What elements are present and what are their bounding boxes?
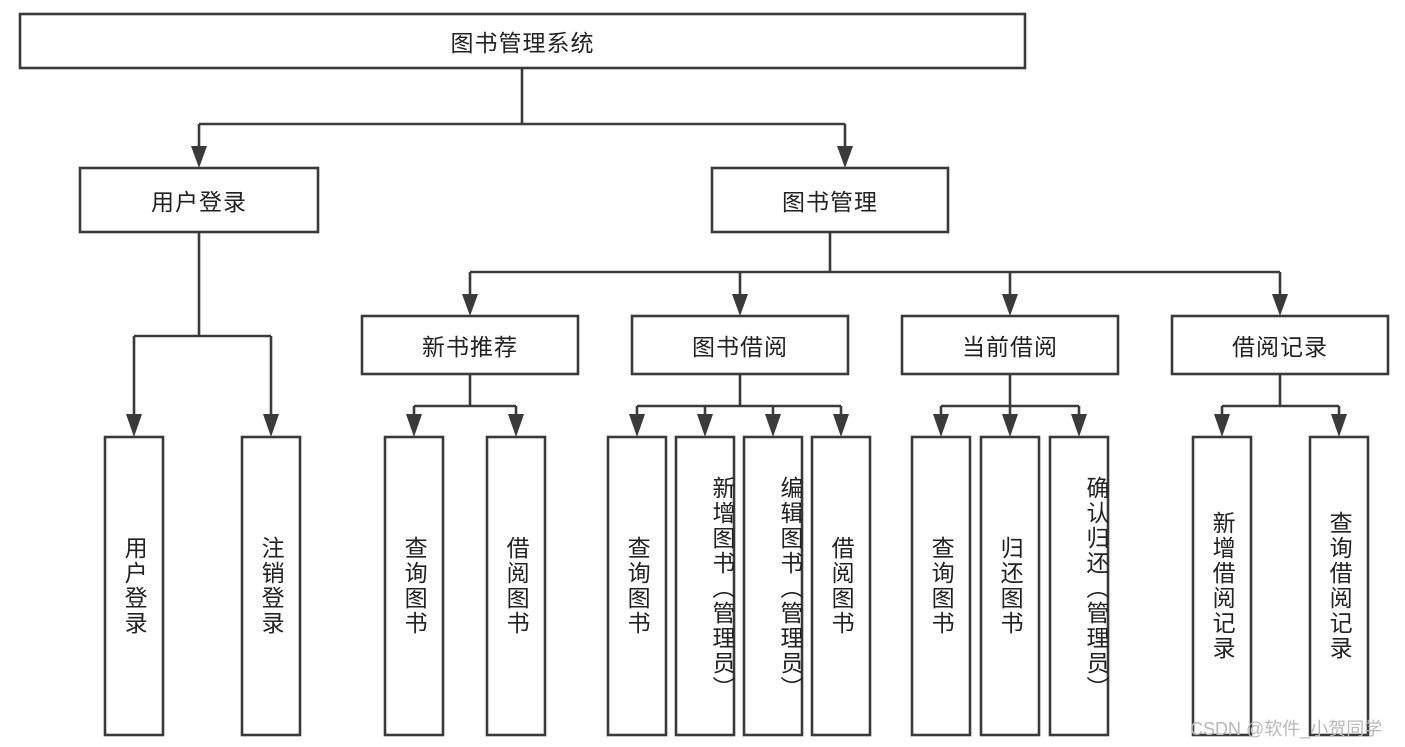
connector-userlogin-to-leaves (126, 232, 279, 437)
leaf-box-borrow-book-2[interactable] (810, 435, 872, 737)
connector-borrowrecord-to-leaves (1214, 374, 1347, 437)
leaf-box-edit-book[interactable] (742, 435, 804, 737)
leaf-box-user-login[interactable] (103, 435, 165, 737)
connector-bookborrow-to-leaves (629, 374, 849, 437)
leaf-box-add-book[interactable] (674, 435, 736, 737)
connector-currentborrow-to-leaves (933, 374, 1087, 437)
leaf-box-borrow-book-1[interactable] (485, 435, 547, 737)
node-box-borrow-record[interactable] (1170, 314, 1390, 376)
node-box-book-borrow[interactable] (630, 314, 850, 376)
connector-bookmanage-to-level3 (462, 232, 1288, 316)
node-box-user-login[interactable] (78, 166, 320, 234)
node-box-new-book-recommend[interactable] (360, 314, 580, 376)
node-box-current-borrow[interactable] (900, 314, 1120, 376)
leaf-box-query-book-1[interactable] (383, 435, 445, 737)
node-box-root[interactable] (18, 12, 1027, 70)
leaf-box-logout[interactable] (240, 435, 302, 737)
leaf-box-return-book[interactable] (979, 435, 1041, 737)
leaf-box-query-book-2[interactable] (606, 435, 668, 737)
connector-newbook-to-leaves (406, 374, 524, 437)
leaf-box-confirm-return[interactable] (1048, 435, 1110, 737)
connector-root-to-level2 (191, 68, 853, 168)
leaf-box-query-book-3[interactable] (910, 435, 972, 737)
leaf-box-add-record[interactable] (1191, 435, 1253, 737)
csdn-watermark: CSDN @软件_小贺同学 (1190, 719, 1383, 739)
leaf-box-query-record[interactable] (1308, 435, 1370, 737)
node-box-book-manage[interactable] (710, 166, 950, 234)
